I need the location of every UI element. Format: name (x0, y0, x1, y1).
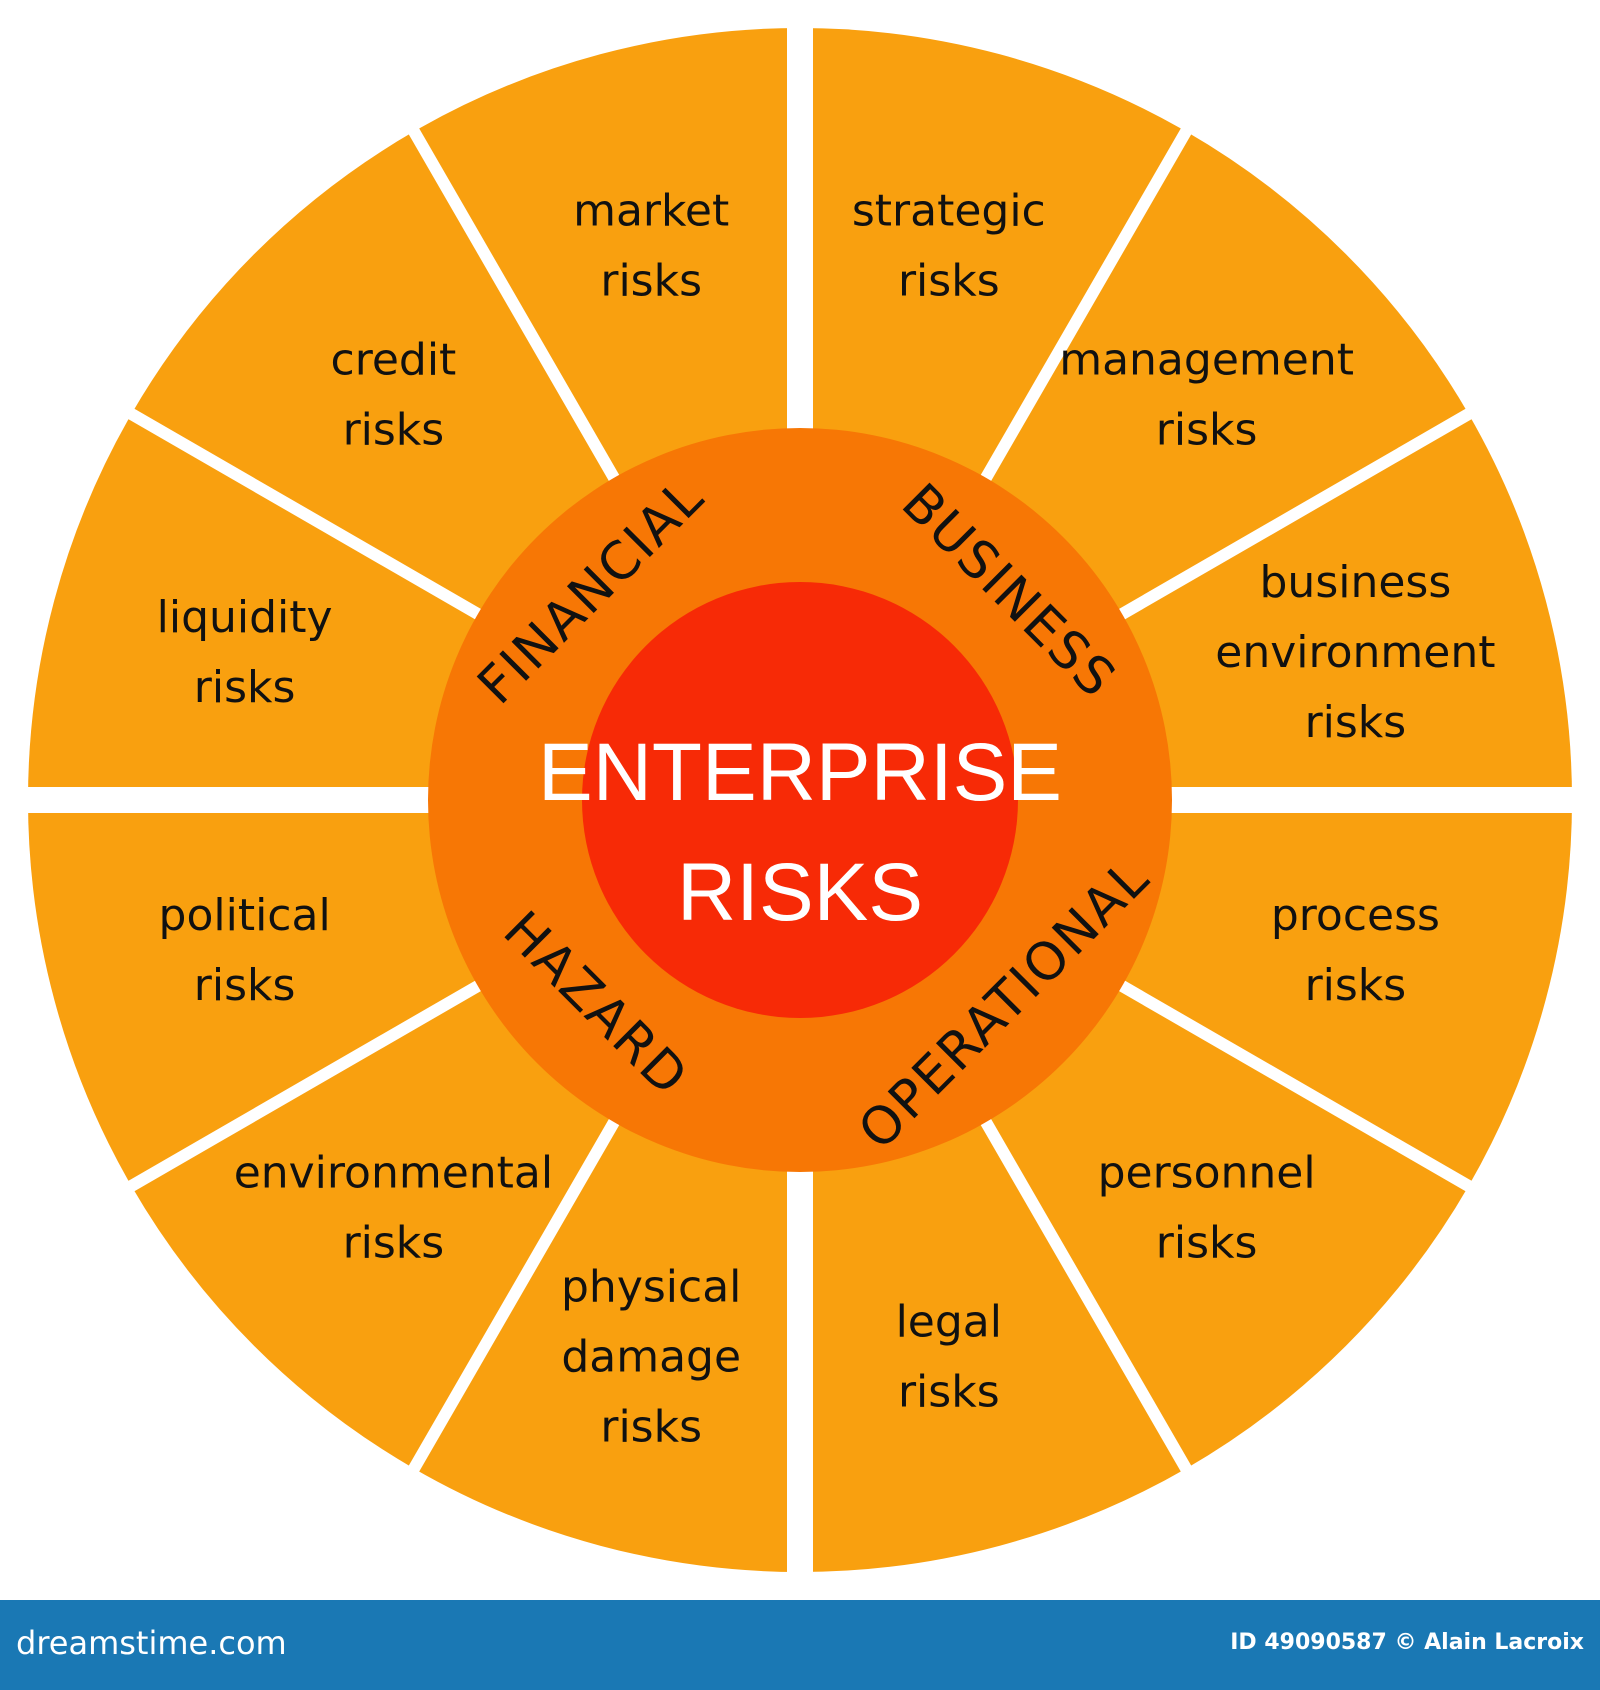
segment-label-political: risks (194, 960, 296, 1011)
footer-image-credit: ID 49090587 © Alain Lacroix (1230, 1630, 1584, 1655)
segment-label-physical-damage: risks (600, 1401, 702, 1452)
footer-bar: dreamstime.com ID 49090587 © Alain Lacro… (0, 1600, 1600, 1690)
segment-label-personnel: risks (1156, 1218, 1258, 1269)
center-title-line2: RISKS (677, 847, 923, 938)
segment-label-process: process (1271, 890, 1440, 941)
segment-labels: strategic risks management risks business env… (157, 186, 1496, 1453)
segment-label-legal: legal (896, 1296, 1002, 1347)
segment-label-business-environment: environment (1215, 627, 1495, 678)
segment-label-business-environment: business (1260, 557, 1452, 608)
segment-label-legal: risks (898, 1366, 1000, 1417)
segment-label-liquidity: risks (194, 662, 296, 713)
center-title-line1: ENTERPRISE (538, 727, 1062, 818)
segment-label-personnel: personnel (1098, 1148, 1316, 1199)
enterprise-risks-wheel: strategic risks management risks business env… (28, 28, 1572, 1572)
segment-label-market: market (573, 186, 729, 237)
segment-label-physical-damage: damage (561, 1331, 741, 1382)
segment-label-environmental: environmental (234, 1148, 553, 1199)
segment-label-credit: risks (343, 404, 445, 455)
segment-label-market: risks (600, 256, 702, 307)
segment-label-credit: credit (331, 334, 457, 385)
segment-label-strategic: strategic (852, 186, 1046, 237)
segment-label-physical-damage: physical (561, 1261, 741, 1312)
segment-label-environmental: risks (343, 1218, 445, 1269)
center-circle (582, 582, 1018, 1018)
segment-label-management: management (1059, 334, 1354, 385)
footer-site-name: dreamstime.com (16, 1624, 287, 1662)
segment-label-business-environment: risks (1305, 697, 1407, 748)
segment-label-management: risks (1156, 404, 1258, 455)
segment-label-process: risks (1305, 960, 1407, 1011)
segment-label-strategic: risks (898, 256, 1000, 307)
segment-label-liquidity: liquidity (157, 592, 333, 643)
segment-label-political: political (159, 890, 331, 941)
